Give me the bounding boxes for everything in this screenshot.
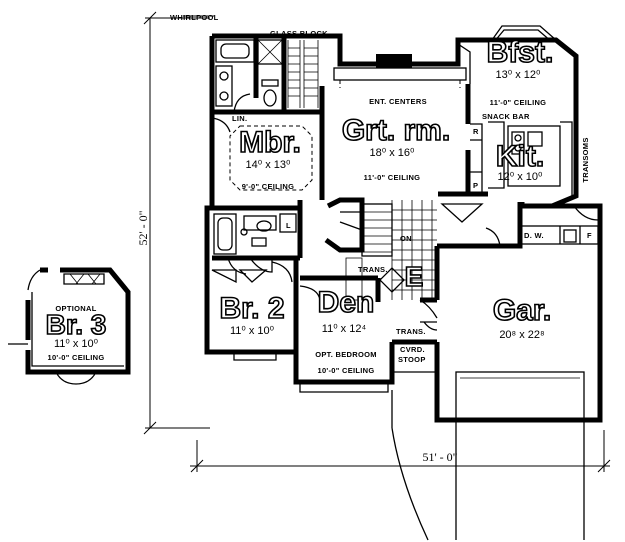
den-ceiling: 10'-0" CEILING (317, 366, 374, 375)
r-note: R (473, 127, 479, 136)
optional-bedroom-3-inset (8, 267, 131, 385)
gar-size: 20⁸ x 22⁸ (499, 329, 544, 341)
transoms-note: TRANSOMS (581, 137, 590, 182)
grt-name: Grt. rm. (342, 114, 450, 147)
br2-name: Br. 2 (219, 292, 284, 325)
lin-note: LIN. (232, 114, 247, 123)
depth-dimension: 52' - 0" (136, 210, 150, 245)
foyer-tile (345, 200, 437, 301)
interior-walls (212, 36, 523, 352)
gar-name: Gar. (493, 294, 551, 327)
grt-size: 18⁰ x 16⁰ (370, 147, 415, 159)
bfst-name: Bfst. (487, 36, 554, 69)
laundry-strip (519, 205, 599, 245)
cvrd-stoop-note-2: STOOP (398, 355, 426, 364)
kit-size: 12⁰ x 10⁰ (498, 171, 543, 183)
bfst-ceiling: 11'-0" CEILING (490, 98, 547, 107)
master-closet-door (211, 117, 231, 133)
breakfast-bay (457, 25, 557, 84)
br3-size: 11⁰ x 10⁰ (54, 338, 99, 350)
hall-bath-fixtures (213, 213, 297, 275)
br3-name: Br. 3 (46, 309, 107, 340)
mbr-ceiling: 9'-0" CEILING (242, 182, 295, 191)
dw-note: D. W. (524, 231, 544, 240)
kitchen-fixtures (470, 121, 573, 196)
cvrd-stoop-note-1: CVRD. (400, 345, 425, 354)
br2-size: 11⁰ x 10⁰ (230, 325, 275, 337)
door-swings (211, 227, 501, 331)
den-name: Den (318, 286, 375, 319)
mbr-size: 14⁰ x 13⁰ (246, 159, 291, 171)
fireplace-ent-centers (333, 54, 467, 88)
grt-ceiling: 11'-0" CEILING (364, 173, 421, 182)
bfst-size: 13⁰ x 12⁰ (496, 69, 541, 81)
den-size: 11⁰ x 12⁴ (322, 323, 367, 335)
width-dimension: 51' - 0" (422, 450, 457, 464)
br3-ceiling: 10'-0" CEILING (47, 353, 104, 362)
entry-name: E (405, 261, 424, 292)
f-note: F (587, 231, 592, 240)
l-note: L (286, 221, 291, 230)
glass-block-note: GLASS BLOCK (270, 29, 328, 38)
kit-name: Kit. (496, 140, 544, 173)
trans-note-2: TRANS. (396, 327, 426, 336)
master-tray-ceiling (229, 125, 313, 191)
br3-optional-label: OPTIONAL (55, 304, 96, 313)
mbr-name: Mbr. (239, 126, 301, 159)
whirlpool-note: WHIRLPOOL (170, 13, 219, 22)
front-porch (233, 352, 438, 541)
garage-door (455, 371, 585, 540)
snack-bar-note: SNACK BAR (482, 112, 530, 121)
p-note: P (473, 181, 478, 190)
trans-note-1: TRANS. (358, 265, 388, 274)
on-note: ON (400, 234, 412, 243)
ent-centers-note: ENT. CENTERS (369, 97, 427, 106)
master-bath-fixtures (215, 39, 319, 113)
den-alt-label: OPT. BEDROOM (315, 350, 377, 359)
